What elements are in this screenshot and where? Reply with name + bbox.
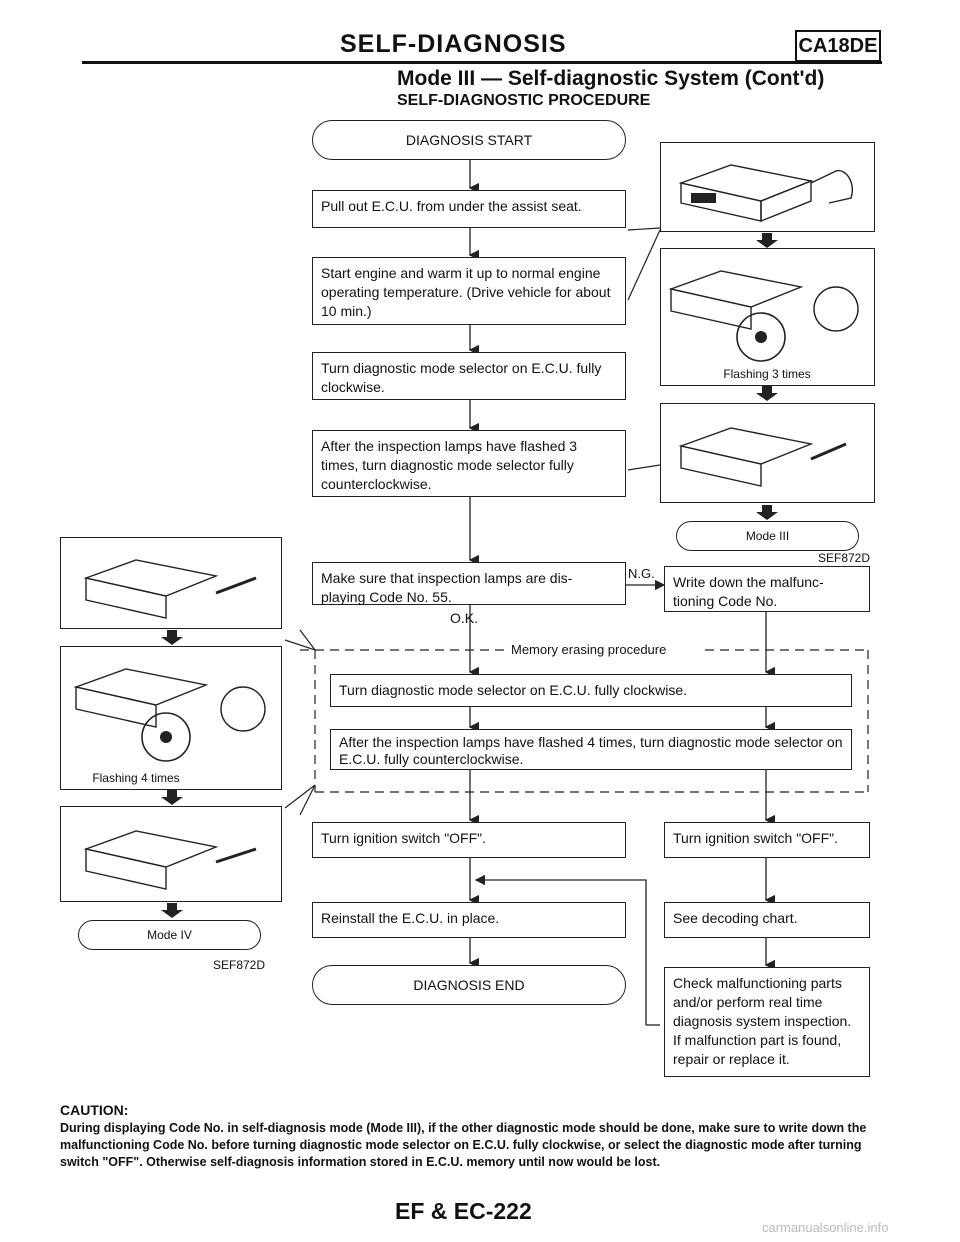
flashing-3-label: Flashing 3 times xyxy=(723,367,811,381)
step-reinstall-ecu: Reinstall the E.C.U. in place. xyxy=(312,902,626,938)
screwdriver-icon xyxy=(83,830,257,890)
flashing-3-illustration: Flashing 3 times xyxy=(660,248,875,386)
flashing-4-illustration: Flashing 4 times xyxy=(60,646,282,790)
step-warm-engine: Start engine and warm it up to normal en… xyxy=(312,257,626,325)
watermark: carmanualsonline.info xyxy=(762,1220,889,1235)
mode-iii-label: Mode III xyxy=(676,521,859,551)
inspection-lamp-icon xyxy=(73,668,266,762)
step-check-code-55: Make sure that inspection lamps are dis-… xyxy=(312,562,626,605)
ecu-connector-icon xyxy=(678,164,853,223)
ignition-off-right: Turn ignition switch "OFF". xyxy=(664,822,870,858)
ignition-off-left: Turn ignition switch "OFF". xyxy=(312,822,626,858)
step-check-parts: Check malfunctioning parts and/or perfor… xyxy=(664,967,870,1077)
erase-turn-clockwise: Turn diagnostic mode selector on E.C.U. … xyxy=(330,674,852,707)
caution-heading: CAUTION: xyxy=(60,1102,129,1118)
ecu-selector-illustration xyxy=(660,403,875,503)
mode-iv-label: Mode IV xyxy=(78,920,261,950)
step-pull-out-ecu: Pull out E.C.U. from under the assist se… xyxy=(312,190,626,228)
caution-text: During displaying Code No. in self-diagn… xyxy=(60,1121,867,1169)
ecu-pull-out-illustration xyxy=(660,142,875,232)
step-decoding-chart: See decoding chart. xyxy=(664,902,870,938)
right-figure-ref: SEF872D xyxy=(818,551,871,565)
page-subtitle: SELF-DIAGNOSTIC PROCEDURE xyxy=(397,92,651,109)
left-selector-illustration xyxy=(60,806,282,902)
left-ecu-illustration xyxy=(60,537,282,629)
step-write-code: Write down the malfunc- tioning Code No. xyxy=(664,566,870,612)
page-title: Mode III — Self-diagnostic System (Cont'… xyxy=(397,67,825,90)
diagnosis-start: DIAGNOSIS START xyxy=(312,120,626,160)
ok-label: O.K. xyxy=(450,610,479,626)
flashing-4-label: Flashing 4 times xyxy=(92,771,180,785)
left-figure-ref: SEF872D xyxy=(213,958,266,972)
screwdriver-icon xyxy=(678,427,847,487)
section-title: SELF-DIAGNOSIS xyxy=(340,30,567,58)
header-rule xyxy=(82,61,882,64)
diagnosis-end: DIAGNOSIS END xyxy=(312,965,626,1005)
screwdriver-icon xyxy=(83,559,257,619)
ng-label: N.G. xyxy=(628,566,655,581)
inspection-lamp-icon xyxy=(668,270,859,362)
step-turn-counterclockwise: After the inspection lamps have flashed … xyxy=(312,430,626,497)
erase-turn-counterclockwise: After the inspection lamps have flashed … xyxy=(330,729,852,770)
page-number: EF & EC-222 xyxy=(395,1198,532,1224)
memory-erasing-label: Memory erasing procedure xyxy=(508,642,670,657)
step-turn-clockwise: Turn diagnostic mode selector on E.C.U. … xyxy=(312,352,626,400)
